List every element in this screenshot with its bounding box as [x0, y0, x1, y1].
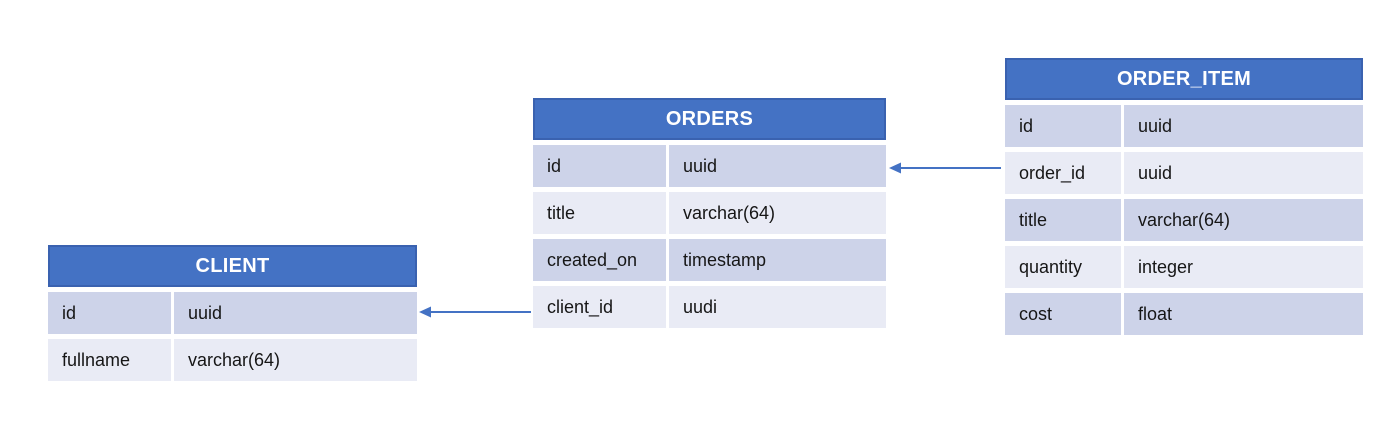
table-row: quantity integer	[1005, 246, 1363, 288]
field-name: quantity	[1005, 246, 1121, 288]
field-name: id	[48, 292, 171, 334]
table-row: id uuid	[1005, 105, 1363, 147]
table-row: fullname varchar(64)	[48, 339, 417, 381]
field-type: uudi	[669, 286, 886, 328]
field-name: id	[1005, 105, 1121, 147]
table-client: CLIENT id uuid fullname varchar(64)	[48, 245, 417, 381]
field-name: cost	[1005, 293, 1121, 335]
table-row: title varchar(64)	[1005, 199, 1363, 241]
table-row: client_id uudi	[533, 286, 886, 328]
field-type: uuid	[669, 145, 886, 187]
table-row: order_id uuid	[1005, 152, 1363, 194]
relation-arrow-orders-to-client	[419, 306, 531, 318]
table-orders-header: ORDERS	[533, 98, 886, 140]
field-name: title	[1005, 199, 1121, 241]
table-row: created_on timestamp	[533, 239, 886, 281]
table-row: cost float	[1005, 293, 1363, 335]
field-name: id	[533, 145, 666, 187]
field-name: created_on	[533, 239, 666, 281]
table-row: title varchar(64)	[533, 192, 886, 234]
table-orders-title: ORDERS	[665, 107, 754, 130]
field-name: title	[533, 192, 666, 234]
table-client-header: CLIENT	[48, 245, 417, 287]
table-client-title: CLIENT	[195, 254, 270, 277]
table-row: id uuid	[48, 292, 417, 334]
field-type: float	[1124, 293, 1363, 335]
arrowhead-left-icon	[419, 306, 431, 318]
field-type: timestamp	[669, 239, 886, 281]
field-name: order_id	[1005, 152, 1121, 194]
arrowhead-left-icon	[889, 162, 901, 174]
field-name: client_id	[533, 286, 666, 328]
field-type: uuid	[1124, 105, 1363, 147]
table-order-item-title: ORDER_ITEM	[1116, 67, 1252, 90]
field-type: varchar(64)	[669, 192, 886, 234]
field-type: integer	[1124, 246, 1363, 288]
table-orders: ORDERS id uuid title varchar(64) created…	[533, 98, 886, 328]
table-row: id uuid	[533, 145, 886, 187]
field-type: uuid	[174, 292, 417, 334]
relation-arrow-orderitem-to-orders	[889, 162, 1001, 174]
table-order-item-header: ORDER_ITEM	[1005, 58, 1363, 100]
field-name: fullname	[48, 339, 171, 381]
field-type: varchar(64)	[1124, 199, 1363, 241]
table-order-item: ORDER_ITEM id uuid order_id uuid title v…	[1005, 58, 1363, 335]
field-type: uuid	[1124, 152, 1363, 194]
field-type: varchar(64)	[174, 339, 417, 381]
